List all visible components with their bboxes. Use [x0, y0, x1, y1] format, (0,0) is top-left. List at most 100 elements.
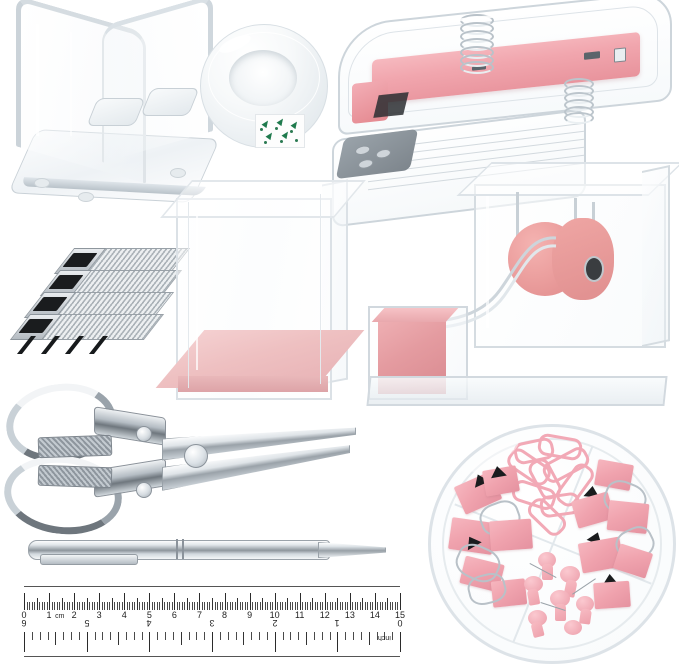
binder-clip: [489, 518, 533, 552]
ruler-inch-ticks: [24, 632, 401, 656]
pen-holder-edge-line: [320, 194, 321, 384]
ruler-tick: [29, 602, 30, 610]
dispenser-right-side: [642, 165, 670, 347]
ruler-inch-label: 1: [334, 618, 340, 628]
ruler-tick: [26, 602, 28, 610]
phone-stand-foot: [78, 192, 94, 202]
pen-pocket-clip: [40, 554, 138, 565]
ruler-tick: [321, 632, 323, 640]
ruler-tick: [224, 593, 226, 610]
ruler-inch-unit-label: inch: [378, 634, 391, 641]
ruler-cm-label: 1: [46, 610, 52, 620]
ruler-tick: [141, 632, 143, 640]
ruler-tick: [102, 632, 104, 640]
ruler-tick: [312, 598, 314, 610]
ruler-inch-label: 3: [209, 618, 215, 628]
ruler-tick: [76, 602, 78, 610]
ruler-cm-label: 14: [369, 610, 380, 620]
ruler-tick: [319, 602, 321, 610]
ruler-tick: [352, 602, 354, 610]
pen-tip: [318, 542, 386, 558]
ruler-tick: [66, 602, 68, 610]
ruler-tick: [377, 602, 379, 610]
ruler-top-rail: [24, 586, 400, 587]
pink-tape-roll-side: [552, 218, 614, 300]
ruler-inch-label: 5: [84, 618, 90, 628]
ruler-tick: [242, 602, 244, 610]
ruler-cm-ticks: [24, 586, 401, 610]
tape-roll-hub: [584, 256, 604, 282]
ruler-tick: [169, 602, 171, 610]
ruler-tick: [214, 602, 216, 610]
ruler-tick: [392, 602, 394, 610]
ruler-tick: [219, 632, 221, 640]
scissors-upper-rivet: [136, 426, 152, 442]
ruler-tick: [239, 602, 241, 610]
ruler-tick: [31, 632, 33, 640]
ruler-tick: [125, 632, 127, 640]
ruler-tick: [257, 602, 259, 610]
ruler-tick: [387, 598, 389, 610]
ruler-tick: [91, 602, 93, 610]
ruler-tick: [186, 598, 188, 610]
pen-holder-highlight: [196, 210, 198, 370]
ruler-tick: [94, 632, 96, 640]
dispenser-base-plate: [366, 376, 668, 406]
ruler-cm-label: 4: [121, 610, 127, 620]
ruler-tick: [144, 602, 146, 610]
ruler-tick: [212, 632, 213, 652]
ruler-tick: [99, 593, 101, 610]
ruler-inch-label: 0: [397, 618, 403, 628]
scissors-lower-rivet: [136, 482, 152, 498]
ruler-tick: [337, 632, 339, 652]
ruler-cm-label: 7: [196, 610, 202, 620]
ruler-tick: [56, 602, 58, 610]
ruler-tick: [243, 632, 245, 645]
ruler-tick: [51, 602, 53, 610]
ruler-tick: [266, 632, 268, 640]
ruler-tick: [269, 602, 271, 610]
ruler-tick: [84, 602, 86, 610]
ruler-tick: [274, 632, 276, 652]
phone-stand-highlight: [70, 31, 72, 137]
ruler-tick: [209, 602, 211, 610]
ruler-tick: [359, 602, 361, 610]
ruler-tick: [329, 632, 331, 640]
ruler-tick: [124, 593, 126, 610]
ruler-bottom-rail: [24, 656, 400, 657]
ruler-cm-label: 8: [222, 610, 228, 620]
ruler-cm-label: 0: [21, 610, 27, 620]
ruler-tick: [292, 602, 294, 610]
ruler-cm-label: 10: [269, 610, 280, 620]
ruler-tick: [259, 602, 261, 610]
ruler-tick: [237, 598, 239, 610]
ruler-tick: [63, 632, 65, 640]
ruler-tick: [89, 602, 91, 610]
ruler-tick: [79, 602, 81, 610]
ruler-cm-label: 5: [146, 610, 152, 620]
ruler-tick: [374, 593, 376, 610]
ruler-tick: [219, 602, 221, 610]
ruler-tick: [116, 602, 118, 610]
ruler-tick: [368, 632, 370, 645]
ruler-tick: [364, 602, 366, 610]
ruler-tick: [104, 602, 106, 610]
ruler-tick: [36, 598, 38, 610]
ruler-tick: [376, 632, 378, 640]
ruler-tick: [229, 602, 231, 610]
push-pin-head: [560, 566, 580, 583]
ruler-tick: [141, 602, 143, 610]
ruler-tick: [188, 632, 190, 640]
ruler-inch-label: 2: [272, 618, 278, 628]
ruler-tick: [101, 602, 103, 610]
ruler-tick: [290, 632, 292, 640]
ruler-tick: [277, 602, 279, 610]
ruler-tick: [164, 602, 166, 610]
ruler-tick: [71, 632, 72, 640]
ruler-tick: [69, 602, 71, 610]
ruler-tick: [189, 602, 191, 610]
ruler-tick: [181, 602, 183, 610]
ruler-tick: [339, 602, 341, 610]
ruler-tick: [314, 602, 316, 610]
ruler-tick: [227, 602, 229, 610]
